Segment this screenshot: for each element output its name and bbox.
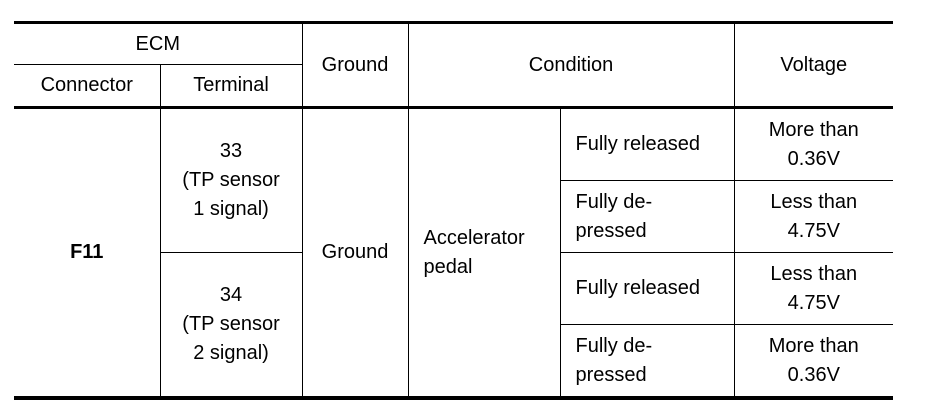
condition-line: Fully de-: [575, 334, 653, 357]
voltage-line: 4.75V: [787, 291, 840, 314]
condition-line: Fully released: [575, 133, 701, 155]
terminal-cell: 33 (TP sensor 1 signal): [159, 107, 303, 253]
voltage-cell: Less than 4.75V: [733, 252, 894, 325]
table-row: Fully de- pressed More than 0.36V: [14, 324, 894, 399]
voltage-line: More than: [768, 334, 859, 357]
condition-cell: Fully released: [559, 252, 735, 325]
voltage-line: More than: [768, 118, 859, 141]
terminal-desc-line: 1 signal): [193, 198, 269, 220]
voltage-line: 4.75V: [787, 219, 840, 242]
component-line: Accelerator: [423, 226, 525, 249]
header-row-top: ECM Ground Condition Voltage: [14, 22, 894, 109]
connector-header: Connector: [14, 64, 161, 109]
header-row-sub: Connector Terminal: [14, 64, 893, 109]
terminal-desc-line: (TP sensor: [182, 169, 280, 191]
condition-line: pressed: [575, 219, 647, 242]
table-row: F11 33 (TP sensor 1 signal) Ground Accel…: [14, 107, 894, 399]
terminal-cell: 34 (TP sensor 2 signal): [160, 252, 303, 399]
voltage-header: Voltage: [733, 22, 894, 109]
terminal-header: Terminal: [159, 64, 303, 109]
condition-cell: Fully de- pressed: [560, 324, 735, 399]
voltage-cell: More than 0.36V: [733, 324, 894, 399]
ground-header: Ground: [301, 22, 409, 109]
condition-cell: Fully de- pressed: [560, 180, 735, 253]
condition-line: pressed: [575, 363, 647, 386]
condition-header: Condition: [407, 22, 735, 109]
component-line: pedal: [423, 255, 473, 278]
condition-line: Fully de-: [575, 190, 653, 213]
voltage-cell: Less than 4.75V: [733, 180, 894, 253]
terminal-number: 33: [219, 140, 243, 162]
voltage-cell: More than 0.36V: [733, 107, 894, 181]
component-cell: Accelerator pedal: [407, 107, 561, 399]
terminal-desc-line: (TP sensor: [182, 313, 280, 335]
terminal-number: 34: [219, 284, 243, 306]
ground-cell: Ground: [301, 107, 409, 399]
connector-cell: F11: [14, 107, 161, 399]
voltage-line: 0.36V: [787, 147, 840, 170]
ecm-header: ECM: [14, 22, 303, 65]
table-row: 34 (TP sensor 2 signal) Fully released L…: [14, 252, 894, 399]
condition-line: Fully released: [575, 277, 701, 299]
table-row: Fully de- pressed Less than 4.75V: [14, 180, 894, 253]
voltage-line: 0.36V: [787, 363, 840, 386]
terminal-desc-line: 2 signal): [193, 342, 269, 364]
voltage-line: Less than: [770, 262, 858, 285]
condition-cell: Fully released: [559, 107, 735, 181]
ecm-terminal-spec-table: ECM Ground Condition Voltage Connector T…: [14, 21, 894, 400]
voltage-line: Less than: [770, 190, 858, 213]
